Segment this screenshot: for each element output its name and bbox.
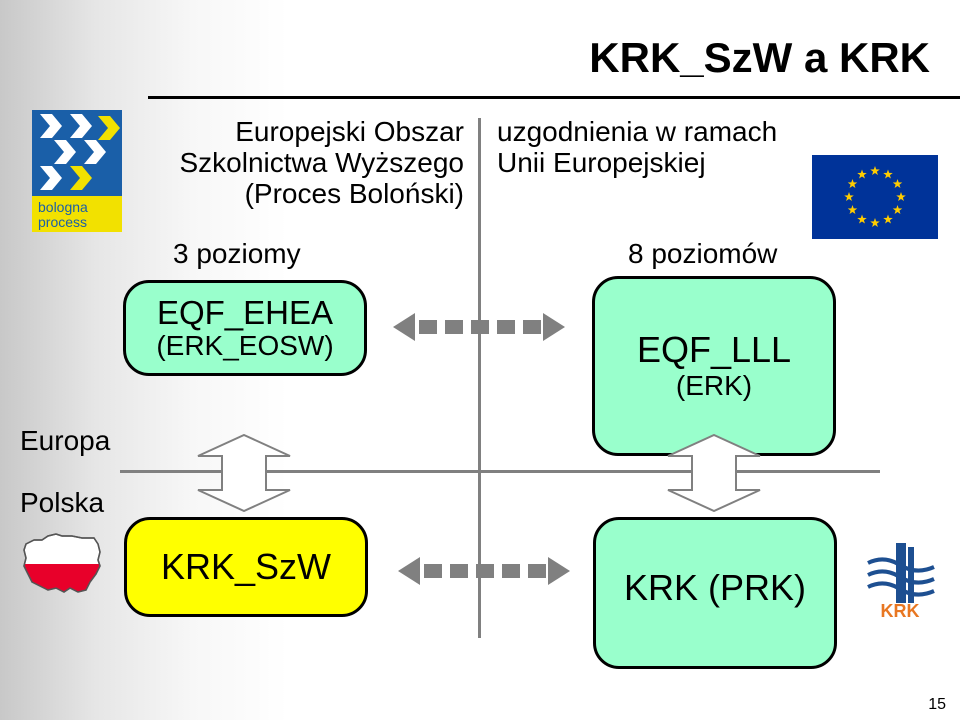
krk-logo-text: KRK <box>881 601 920 621</box>
eqf-ehea-box: EQF_EHEA (ERK_EOSW) <box>123 280 367 376</box>
erk-label: (ERK) <box>675 370 753 401</box>
title-underline <box>148 96 960 99</box>
eqf-link-arrow <box>393 310 565 344</box>
right-heading-line-2: Unii Europejskiej <box>497 147 706 178</box>
krk-szw-box: KRK_SzW <box>124 517 368 617</box>
left-heading-line-3: (Proces Boloński) <box>244 178 464 209</box>
eu-star-icon <box>847 179 858 189</box>
bologna-process-logo: bologna process <box>32 110 122 232</box>
page-number: 15 <box>928 696 946 713</box>
eu-star-icon <box>896 192 906 202</box>
poland-map-icon <box>20 530 102 600</box>
krk-prk-box: KRK (PRK) <box>593 517 837 669</box>
right-heading-line-1: uzgodnienia w ramach <box>497 116 778 147</box>
eu-star-icon <box>892 179 903 189</box>
row-label-polska: Polska <box>20 487 105 518</box>
eu-star-icon <box>847 205 858 215</box>
krk-prk-label: KRK (PRK) <box>623 567 807 608</box>
eqf-lll-label: EQF_LLL <box>636 329 792 370</box>
left-heading-line-1: Europejski Obszar <box>235 116 464 147</box>
eu-star-icon <box>857 214 867 224</box>
right-levels-label: 8 poziomów <box>628 238 778 269</box>
bologna-logo-text-2: process <box>38 214 87 230</box>
eu-star-icon <box>870 166 880 176</box>
bologna-logo-text-1: bologna <box>38 199 88 215</box>
right-heading: uzgodnienia w ramach Unii Europejskiej <box>497 116 777 178</box>
left-vertical-arrow <box>196 433 292 513</box>
eu-star-icon <box>844 192 854 202</box>
eu-star-icon <box>883 169 893 179</box>
left-heading: Europejski Obszar Szkolnictwa Wyższego (… <box>179 116 464 209</box>
eu-star-icon <box>883 214 893 224</box>
eu-flag-icon <box>812 155 938 239</box>
erk-eosw-label: (ERK_EOSW) <box>156 330 334 361</box>
row-label-europa: Europa <box>20 425 111 456</box>
eu-star-icon <box>870 218 880 228</box>
krk-szw-label: KRK_SzW <box>160 546 332 587</box>
eqf-lll-box: EQF_LLL (ERK) <box>592 276 836 456</box>
slide-title: KRK_SzW a KRK <box>589 34 930 81</box>
national-link-arrow <box>398 554 570 588</box>
left-heading-line-2: Szkolnictwa Wyższego <box>179 147 464 178</box>
left-levels-label: 3 poziomy <box>173 238 301 269</box>
eu-star-icon <box>857 169 867 179</box>
horizontal-divider <box>120 470 880 473</box>
vertical-divider <box>478 118 481 638</box>
right-vertical-arrow <box>666 433 762 513</box>
eu-star-icon <box>892 205 903 215</box>
eqf-ehea-label: EQF_EHEA <box>156 294 334 331</box>
krk-logo: KRK <box>858 533 942 645</box>
